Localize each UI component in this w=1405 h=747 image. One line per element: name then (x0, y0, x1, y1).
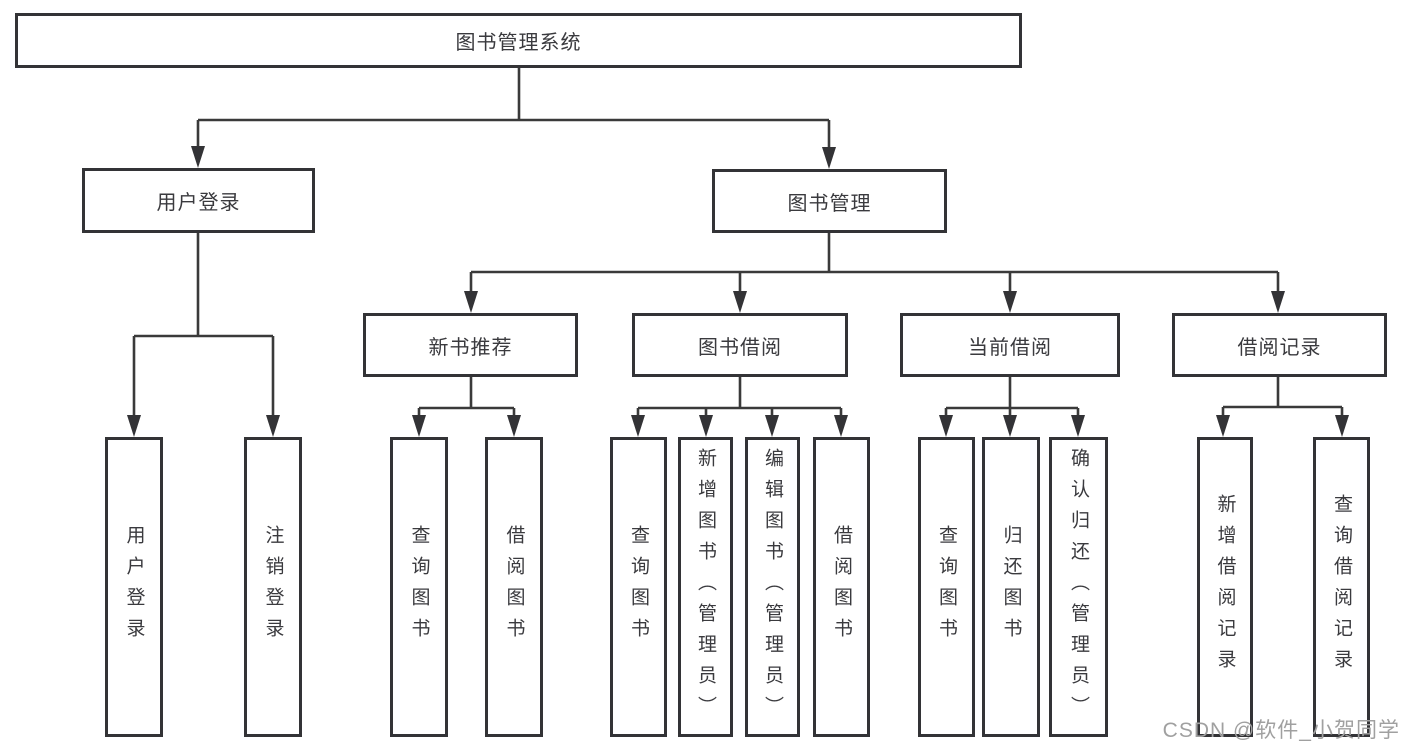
arrowhead (412, 415, 426, 437)
leaf-user-login-label: 用户登录 (123, 525, 145, 649)
node-current-borrow: 当前借阅 (900, 313, 1120, 377)
connector-root-to-level2 (196, 68, 831, 148)
arrowhead (127, 415, 141, 437)
arrowhead (834, 415, 848, 437)
arrowhead (822, 147, 836, 169)
leaf-borrow-add-book-admin: 新增图书（管理员） (678, 437, 733, 737)
leaf-borrow-query-book-label: 查询图书 (628, 525, 649, 649)
csdn-watermark: CSDN @软件_小贺同学 (1162, 719, 1400, 742)
arrowhead (507, 415, 521, 437)
connector-current-to-leaves (944, 377, 1080, 416)
arrowhead (1003, 415, 1017, 437)
node-user-login-label: 用户登录 (156, 192, 241, 214)
arrowhead (699, 415, 713, 437)
leaf-borrow-borrow-book-label: 借阅图书 (831, 525, 852, 649)
leaf-current-confirm-return-admin: 确认归还（管理员） (1049, 437, 1108, 737)
connector-record-to-leaves (1221, 377, 1344, 416)
leaf-borrow-borrow-book: 借阅图书 (813, 437, 870, 737)
node-borrow-record: 借阅记录 (1172, 313, 1387, 377)
arrowhead (266, 415, 280, 437)
leaf-recommend-borrow-book: 借阅图书 (485, 437, 543, 737)
arrowhead (1216, 415, 1230, 437)
leaf-current-query-book: 查询图书 (918, 437, 975, 737)
node-book-management: 图书管理 (712, 169, 947, 233)
connector-management-to-level3 (469, 233, 1280, 292)
node-new-book-recommend-label: 新书推荐 (428, 336, 513, 359)
root-node-library-system: 图书管理系统 (15, 13, 1022, 68)
arrowhead (191, 146, 205, 168)
leaf-borrow-query-book: 查询图书 (610, 437, 667, 737)
connector-recommend-to-leaves (417, 377, 516, 416)
node-book-borrow-label: 图书借阅 (698, 336, 782, 359)
leaf-record-add-label: 新增借阅记录 (1214, 494, 1236, 680)
node-borrow-record-label: 借阅记录 (1237, 336, 1322, 359)
leaf-borrow-edit-book-admin-label: 编辑图书（管理员） (762, 447, 783, 727)
connector-login-to-leaves (132, 233, 275, 416)
arrowhead (939, 415, 953, 437)
node-new-book-recommend: 新书推荐 (363, 313, 578, 377)
node-book-borrow: 图书借阅 (632, 313, 848, 377)
leaf-current-confirm-return-admin-label: 确认归还（管理员） (1068, 447, 1089, 727)
node-current-borrow-label: 当前借阅 (968, 336, 1052, 359)
connector-borrow-to-leaves (636, 377, 843, 416)
leaf-borrow-add-book-admin-label: 新增图书（管理员） (695, 447, 716, 727)
leaf-record-add: 新增借阅记录 (1197, 437, 1253, 737)
arrowhead (733, 291, 747, 313)
leaf-record-query: 查询借阅记录 (1313, 437, 1370, 737)
node-book-management-label: 图书管理 (787, 192, 872, 215)
leaf-current-return-book: 归还图书 (982, 437, 1040, 737)
arrowhead (464, 291, 478, 313)
arrowhead (1003, 291, 1017, 313)
leaf-current-query-book-label: 查询图书 (936, 525, 957, 649)
leaf-recommend-query-book-label: 查询图书 (408, 525, 430, 649)
arrowhead (765, 415, 779, 437)
leaf-recommend-query-book: 查询图书 (390, 437, 448, 737)
root-node-label: 图书管理系统 (455, 32, 582, 54)
arrowhead (631, 415, 645, 437)
leaf-logout: 注销登录 (244, 437, 302, 737)
arrowhead (1271, 291, 1285, 313)
node-user-login: 用户登录 (82, 168, 315, 233)
leaf-borrow-edit-book-admin: 编辑图书（管理员） (745, 437, 800, 737)
leaf-logout-label: 注销登录 (262, 525, 284, 649)
leaf-record-query-label: 查询借阅记录 (1331, 494, 1352, 680)
leaf-current-return-book-label: 归还图书 (1000, 525, 1022, 649)
leaf-user-login: 用户登录 (105, 437, 163, 737)
arrowhead (1071, 415, 1085, 437)
arrowhead (1335, 415, 1349, 437)
leaf-recommend-borrow-book-label: 借阅图书 (503, 525, 525, 649)
